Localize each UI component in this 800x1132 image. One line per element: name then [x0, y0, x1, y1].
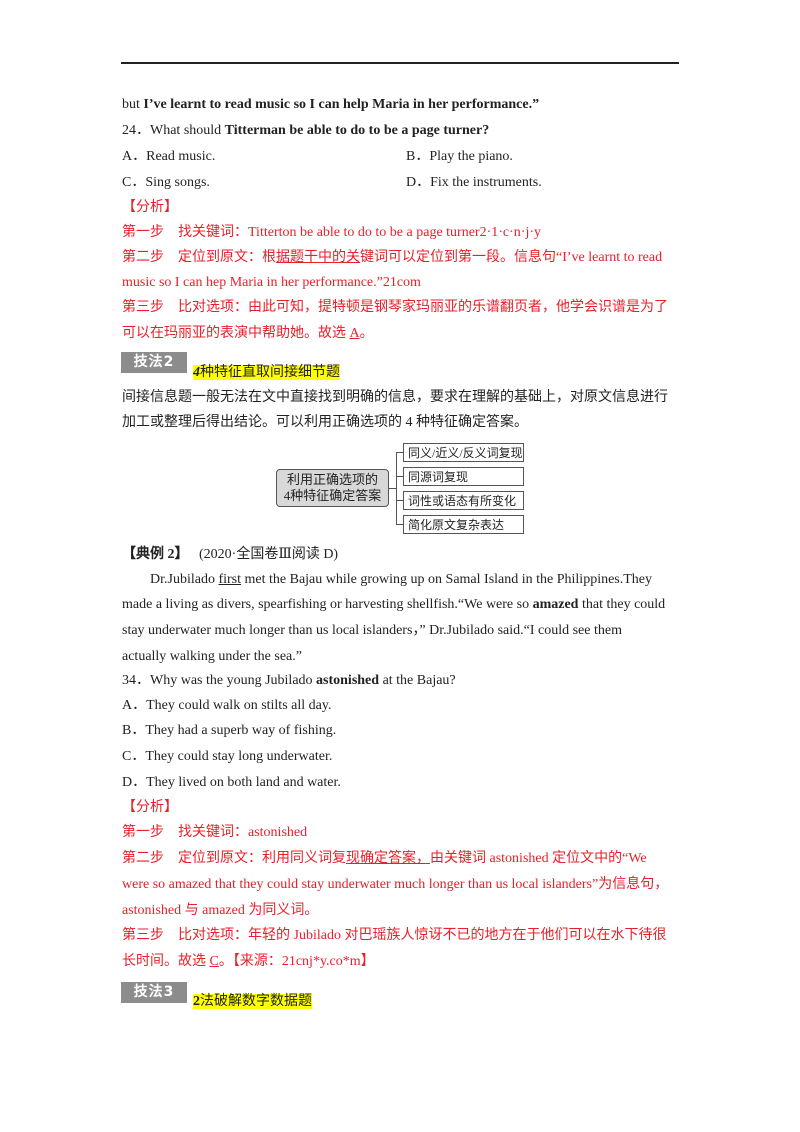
answer: A — [349, 326, 360, 341]
connector — [389, 488, 397, 489]
highlighted-title: 4种特征直取间接细节题 — [193, 365, 340, 380]
feature-box: 词性或语态有所变化 — [403, 491, 524, 510]
bold-text: amazed — [532, 597, 579, 612]
text: 第二步 定位到原文：根 — [122, 250, 276, 265]
connector — [396, 452, 403, 453]
text: 。 — [359, 326, 374, 341]
underlined-text: first — [218, 572, 242, 587]
option-b: B．Play the piano. — [406, 149, 513, 164]
number: 4 — [193, 365, 200, 380]
example-source: (2020·全国卷Ⅲ阅读 D) — [199, 547, 339, 562]
text: 可以在玛丽亚的表演中帮助她。故选 — [122, 326, 350, 341]
text: 法破解数字数据题 — [200, 994, 312, 1009]
step-3: 第三步 比对选项：年轻的 Jubilado 对巴瑶族人惊讶不已的地方在于他们可以… — [122, 928, 667, 943]
step-1: 第一步 找关键词：Titterton be able to do to be a… — [122, 225, 542, 240]
bold-text: astonished — [316, 673, 380, 688]
question-24: 24．What should Titterman be able to do t… — [122, 122, 489, 140]
text: met the Bajau while growing up on Samal … — [241, 572, 653, 587]
text: Dr.Jubilado — [150, 572, 219, 587]
option-a: A．They could walk on stilts all day. — [122, 698, 332, 713]
option-d: D．Fix the instruments. — [406, 175, 542, 190]
technique-title: 4种特征直取间接细节题 — [193, 364, 340, 382]
paragraph: 间接信息题一般无法在文中直接找到明确的信息，要求在理解的基础上，对原文信息进行 — [122, 390, 668, 405]
passage-line: but I’ve learnt to read music so I can h… — [122, 96, 539, 114]
text: 利用正确选项的 — [286, 472, 378, 487]
feature-box: 同源词复现 — [403, 467, 524, 486]
underlined-text: 据题干中的关 — [276, 250, 360, 265]
option-d: D．They lived on both land and water. — [122, 775, 341, 790]
step-2: 第二步 定位到原文：根据题干中的关键词可以定位到第一段。信息句“I’ve lea… — [122, 249, 662, 267]
paragraph: 加工或整理后得出结论。可以利用正确选项的 4 种特征确定答案。 — [122, 415, 528, 430]
passage-line: made a living as divers, spearfishing or… — [122, 596, 665, 614]
example-label: 【典例 2】 — [122, 547, 189, 562]
text: 种特征直取间接细节题 — [200, 365, 340, 380]
step-3-cont: 可以在玛丽亚的表演中帮助她。故选 A。 — [122, 325, 374, 343]
text: 由关键词 astonished 定位文中的“We — [430, 851, 647, 866]
step-2-cont: music so I can hep Maria in her performa… — [122, 275, 421, 290]
number: 2 — [193, 994, 200, 1009]
text: 键词可以定位到第一段。信息句“I’ve learnt to read — [360, 250, 663, 265]
text: 24．What should — [122, 123, 225, 138]
step-1: 第一步 找关键词：astonished — [122, 825, 308, 840]
example-heading: 【典例 2】 (2020·全国卷Ⅲ阅读 D) — [122, 546, 338, 564]
underlined-text: 现确定答案， — [346, 851, 430, 866]
text: 长时间。故选 — [122, 954, 210, 969]
text: at the Bajau? — [379, 673, 456, 688]
option-a: A．Read music. — [122, 149, 216, 164]
connector — [396, 476, 403, 477]
connector — [396, 524, 403, 525]
analysis-label: 【分析】 — [122, 200, 178, 215]
step-3-cont: 长时间。故选 C。【来源：21cnj*y.co*m】 — [122, 953, 375, 971]
step-2-cont: astonished 与 amazed 为同义词。 — [122, 903, 319, 918]
answer: C — [209, 954, 219, 969]
passage-line: stay underwater much longer than us loca… — [122, 623, 622, 638]
step-2-cont: were so amazed that they could stay unde… — [122, 877, 669, 892]
analysis-label: 【分析】 — [122, 800, 178, 815]
text: that they could — [578, 597, 666, 612]
highlighted-title: 2法破解数字数据题 — [193, 994, 312, 1009]
text: made a living as divers, spearfishing or… — [122, 597, 533, 612]
option-b: B．They had a superb way of fishing. — [122, 723, 337, 738]
connector — [396, 500, 403, 501]
connector — [396, 452, 397, 525]
option-c: C．Sing songs. — [122, 175, 210, 190]
technique-badge: 技法3 — [121, 982, 187, 1003]
bold-text: I’ve learnt to read music so I can help … — [143, 97, 540, 112]
text: 第二步 定位到原文：利用同义词复 — [122, 851, 346, 866]
question-34: 34．Why was the young Jubilado astonished… — [122, 672, 456, 690]
passage-line: actually walking under the sea.” — [122, 649, 302, 664]
feature-box: 简化原文复杂表达 — [403, 515, 524, 534]
passage-line: Dr.Jubilado first met the Bajau while gr… — [150, 571, 652, 589]
step-3: 第三步 比对选项：由此可知，提特顿是钢琴家玛丽亚的乐谱翻页者，他学会识谱是为了 — [122, 300, 668, 315]
text: 34．Why was the young Jubilado — [122, 673, 317, 688]
text: but — [122, 97, 144, 112]
text: 4种特征确定答案 — [283, 488, 382, 503]
option-c: C．They could stay long underwater. — [122, 749, 333, 764]
technique-badge: 技法2 — [121, 352, 187, 373]
feature-box: 同义/近义/反义词复现 — [403, 443, 524, 462]
technique-title: 2法破解数字数据题 — [193, 993, 312, 1011]
bold-text: Titterman be able to do to be a page tur… — [224, 123, 490, 138]
step-2: 第二步 定位到原文：利用同义词复现确定答案，由关键词 astonished 定位… — [122, 850, 647, 868]
header-rule — [121, 62, 679, 64]
text: 。【来源：21cnj*y.co*m】 — [218, 954, 375, 969]
